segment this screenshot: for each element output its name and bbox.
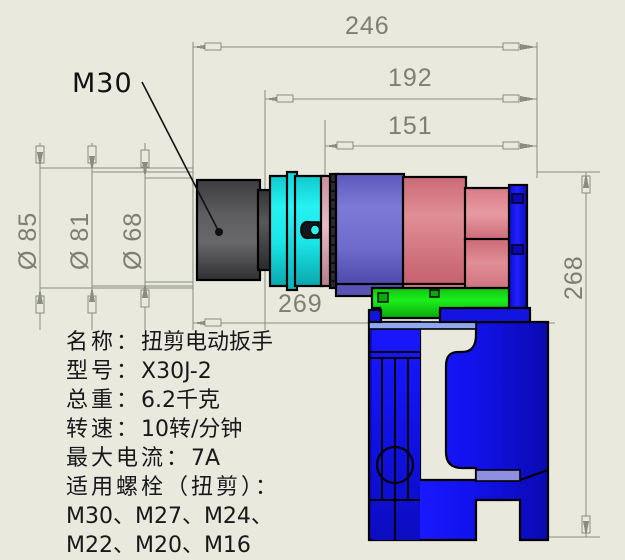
spec-row-weight: 总重：6.2千克 xyxy=(66,386,280,415)
spec-label-name: 名称： xyxy=(66,330,142,355)
m30-callout-label: M30 xyxy=(72,68,133,99)
spec-row-speed: 转速：10转/分钟 xyxy=(66,415,280,444)
spec-value-model: X30J-2 xyxy=(141,359,212,384)
dimension-label-246: 246 xyxy=(345,12,390,40)
spec-value-name: 扭剪电动扳手 xyxy=(141,330,274,355)
dimension-label-268: 268 xyxy=(560,255,588,300)
m30-leader xyxy=(141,81,223,236)
dimension-label-diameter-85: Ø 85 xyxy=(14,211,42,270)
diameter-extension-lines xyxy=(39,143,193,330)
dimension-label-diameter-68: Ø 68 xyxy=(119,211,147,270)
dimension-label-diameter-81: Ø 81 xyxy=(66,211,94,270)
spec-value-bolts-1: M30、M27、M24、 xyxy=(66,504,273,529)
gearbox-purple xyxy=(334,172,406,298)
spec-row-current: 最大电流：7A xyxy=(66,444,280,473)
spec-value-bolts-2: M22、M20、M16 xyxy=(66,533,251,558)
dimension-lines xyxy=(35,42,600,538)
spec-row-model: 型号：X30J-2 xyxy=(66,357,280,386)
spec-row-bolts-2: M22、M20、M16 xyxy=(66,531,280,560)
rear-cap-blue xyxy=(507,183,529,310)
spec-row-name: 名称：扭剪电动扳手 xyxy=(66,328,280,357)
dimension-label-269: 269 xyxy=(278,290,323,318)
dimension-label-151: 151 xyxy=(388,112,433,140)
dimension-246 xyxy=(193,42,537,51)
specification-text-block: 名称：扭剪电动扳手 型号：X30J-2 总重：6.2千克 转速：10转/分钟 最… xyxy=(66,328,280,560)
spec-value-weight: 6.2千克 xyxy=(141,388,221,413)
spec-label-current: 最大电流： xyxy=(66,446,192,471)
tool-assembly xyxy=(195,170,550,542)
spec-label-model: 型号： xyxy=(66,359,142,384)
spec-value-current: 7A xyxy=(191,446,221,471)
spec-label-bolts: 适用螺栓（扭剪）： xyxy=(66,475,281,500)
trigger-button[interactable] xyxy=(375,445,415,485)
front-housing-cyan xyxy=(268,170,325,292)
dimension-151 xyxy=(325,141,537,150)
socket-anvil xyxy=(195,178,274,282)
spec-row-bolts-header: 适用螺栓（扭剪）： xyxy=(66,473,280,502)
dimension-192 xyxy=(265,94,537,103)
lower-green-blue-trim xyxy=(367,306,532,324)
diameter-arrowheads xyxy=(35,145,150,314)
spec-label-speed: 转速： xyxy=(66,417,142,442)
spec-value-speed: 10转/分钟 xyxy=(141,417,243,442)
spec-label-weight: 总重： xyxy=(66,388,142,413)
handle-top-ring xyxy=(368,321,521,482)
spec-row-bolts-1: M30、M27、M24、 xyxy=(66,502,280,531)
dimension-label-192: 192 xyxy=(388,64,433,92)
